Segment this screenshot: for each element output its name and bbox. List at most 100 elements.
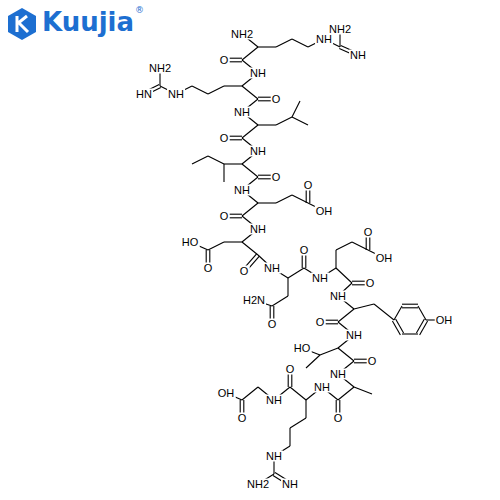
atom-label: NH <box>345 330 363 341</box>
atom-label: NH2 <box>328 24 352 35</box>
atom-label: O <box>219 55 230 66</box>
bond-line <box>242 47 258 60</box>
bond-line <box>276 195 292 203</box>
atom-label: HO <box>293 343 312 354</box>
bond-line <box>320 348 338 355</box>
bond-line <box>242 387 258 400</box>
atom-label: O <box>271 94 282 105</box>
bond-line <box>242 86 258 99</box>
atom-label: OH <box>435 315 454 326</box>
bond-line <box>292 117 308 125</box>
bond-line <box>292 195 308 203</box>
atom-label: O <box>367 356 378 367</box>
bond-line <box>242 164 258 177</box>
atom-label: NH <box>313 382 331 393</box>
bond-line <box>402 333 418 334</box>
atom-label: O <box>315 317 326 328</box>
atom-label: O <box>365 278 376 289</box>
atom-label: O <box>219 133 230 144</box>
logo-icon <box>4 6 40 42</box>
bond-line <box>242 242 258 255</box>
bond-line <box>392 321 400 335</box>
bond-line <box>192 156 208 164</box>
atom-label: NH <box>281 479 299 490</box>
atom-label: NH <box>311 273 329 284</box>
bond-line <box>292 101 300 117</box>
atom-label: O <box>237 413 248 424</box>
atom-label: O <box>239 266 250 277</box>
bond-line <box>292 39 308 47</box>
atom-label: NH <box>249 146 267 157</box>
atom-label: NH <box>315 34 333 45</box>
bond-line <box>402 304 418 305</box>
bond-line <box>288 268 304 278</box>
bond-line <box>224 241 242 242</box>
bond-line <box>258 124 276 125</box>
atom-label: HO <box>181 237 200 248</box>
bond-line <box>354 387 372 394</box>
bond-line <box>289 428 290 446</box>
bond-line <box>258 46 276 47</box>
bond-line <box>258 202 276 203</box>
bond-line <box>336 242 352 250</box>
bond-line <box>272 296 288 306</box>
bond-line <box>352 242 368 250</box>
bond-line <box>208 242 224 250</box>
bond-line <box>242 125 258 138</box>
atom-label: NH2 <box>246 479 270 490</box>
atom-label: H2N <box>242 295 266 306</box>
bond-line <box>306 355 320 368</box>
atom-label: O <box>303 180 314 191</box>
bond-line <box>396 319 404 333</box>
bond-line <box>287 278 288 296</box>
atom-label: OH <box>315 206 334 217</box>
atom-label: O <box>271 172 282 183</box>
atom-label: O <box>333 413 344 424</box>
bond-line <box>354 304 374 309</box>
bond-line <box>374 304 394 320</box>
registered-mark: ® <box>135 6 144 15</box>
atom-label: NH2 <box>230 29 254 40</box>
atom-label: NH <box>265 395 283 406</box>
bond-line <box>416 319 424 333</box>
bond-line <box>224 85 242 86</box>
atom-label: NH <box>329 291 347 302</box>
bond-line <box>420 321 428 335</box>
atom-label: NH <box>329 369 347 380</box>
atom-label: NH <box>349 50 367 61</box>
bond-line <box>290 387 306 400</box>
atom-label: O <box>299 245 310 256</box>
atom-label: O <box>203 263 214 274</box>
bond-line <box>305 400 306 418</box>
atom-label: OH <box>217 388 236 399</box>
bond-line <box>338 387 354 400</box>
atom-label: NH2 <box>148 63 172 74</box>
bond-line <box>208 86 224 94</box>
atom-label: O <box>267 319 278 330</box>
bond-line <box>242 203 258 216</box>
bond-line <box>224 163 242 164</box>
bond-line <box>335 250 336 268</box>
atom-label: NH <box>167 89 185 100</box>
bond-line <box>276 39 292 47</box>
bond-line <box>223 164 224 182</box>
bond-line <box>402 307 418 308</box>
bond-line <box>192 86 208 94</box>
bond-line <box>290 418 306 428</box>
bond-line <box>418 306 426 320</box>
bond-line <box>336 268 352 283</box>
atom-label: NH <box>265 451 283 462</box>
atom-label: OH <box>375 253 394 264</box>
bond-line <box>208 156 224 164</box>
atom-label: NH <box>249 68 267 79</box>
watermark-logo: Kuujia <box>42 9 134 35</box>
atom-label: HN <box>135 89 153 100</box>
atom-label: O <box>285 364 296 375</box>
atom-label: NH <box>233 185 251 196</box>
bond-line <box>338 348 354 361</box>
atom-label: O <box>363 227 374 238</box>
bond-line <box>394 306 402 320</box>
atom-label: NH <box>263 263 281 274</box>
bond-line <box>338 309 354 322</box>
